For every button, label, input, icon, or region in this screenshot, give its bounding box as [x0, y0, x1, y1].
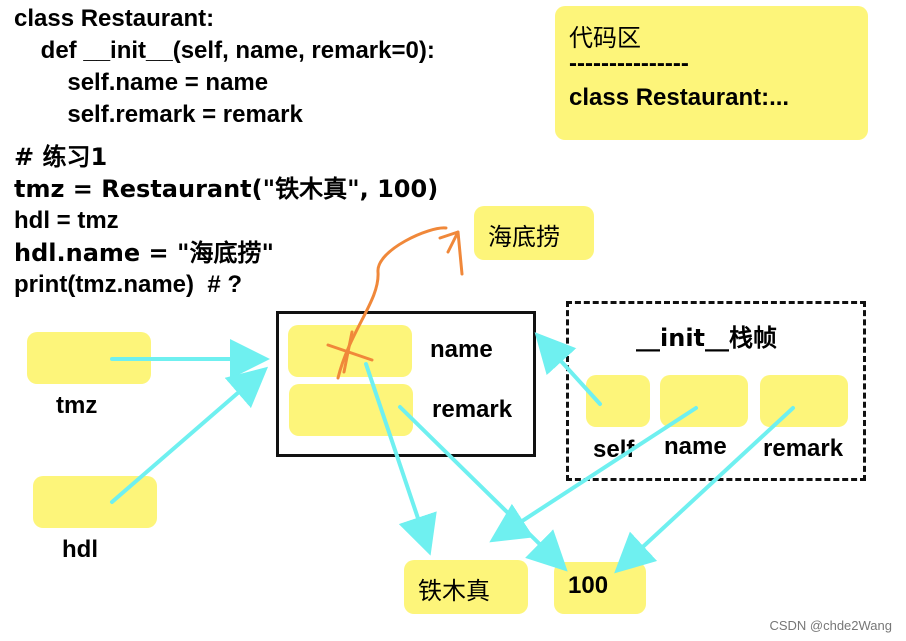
frame-title: __init__栈帧 — [636, 324, 778, 352]
remark-slot-to-100-arrow — [398, 405, 568, 572]
code-line: self.remark = remark — [14, 101, 303, 128]
code-area-box: 代码区 --------------- class Restaurant:... — [555, 6, 868, 140]
haidilao-value: 海底捞 — [488, 223, 560, 251]
code-line: print(tmz.name) # ? — [14, 271, 243, 298]
remark-slot — [289, 384, 413, 436]
code-area-content: class Restaurant:... — [569, 84, 790, 111]
code-line: hdl.name = "海底捞" — [14, 239, 275, 267]
name-attr-label: name — [430, 336, 493, 363]
tmz-label: tmz — [56, 392, 98, 419]
frame-name-slot — [660, 375, 748, 427]
code-line: hdl = tmz — [14, 207, 119, 234]
code-line: self.name = name — [14, 69, 269, 96]
frame-remark-slot — [760, 375, 848, 427]
tiemuzhen-value-box: 铁木真 — [404, 560, 528, 614]
frame-remark-label: remark — [763, 435, 844, 462]
name-to-haidilao-arrow — [336, 226, 448, 380]
hundred-value: 100 — [568, 572, 609, 599]
code-line: class Restaurant: — [14, 5, 215, 32]
code-line: tmz = Restaurant("铁木真", 100) — [14, 175, 439, 203]
hdl-label: hdl — [62, 536, 98, 563]
remark-attr-label: remark — [432, 396, 513, 423]
self-label: self — [593, 436, 635, 463]
frame-remark-to-100-arrow — [614, 406, 795, 574]
haidilao-value-box: 海底捞 — [474, 206, 594, 260]
code-area-title: 代码区 — [569, 24, 641, 52]
code-line: # 练习1 — [14, 143, 108, 171]
name-slot-to-tiemuzhen-arrow — [364, 362, 437, 556]
frame-name-to-tiemuzhen-arrow — [489, 406, 698, 543]
frame-name-label: name — [664, 433, 727, 460]
restaurant-object — [276, 311, 536, 457]
code-line: def __init__(self, name, remark=0): — [14, 37, 435, 64]
footer-credit: CSDN @chde2Wang — [769, 618, 892, 633]
code-area-divider: --------------- — [569, 50, 689, 77]
hdl-var-box — [33, 476, 157, 528]
haidilao-arrowhead — [438, 230, 464, 276]
tiemuzhen-value: 铁木真 — [418, 577, 490, 605]
self-to-object-arrow — [534, 332, 602, 406]
hdl-to-object-arrow — [110, 366, 269, 504]
